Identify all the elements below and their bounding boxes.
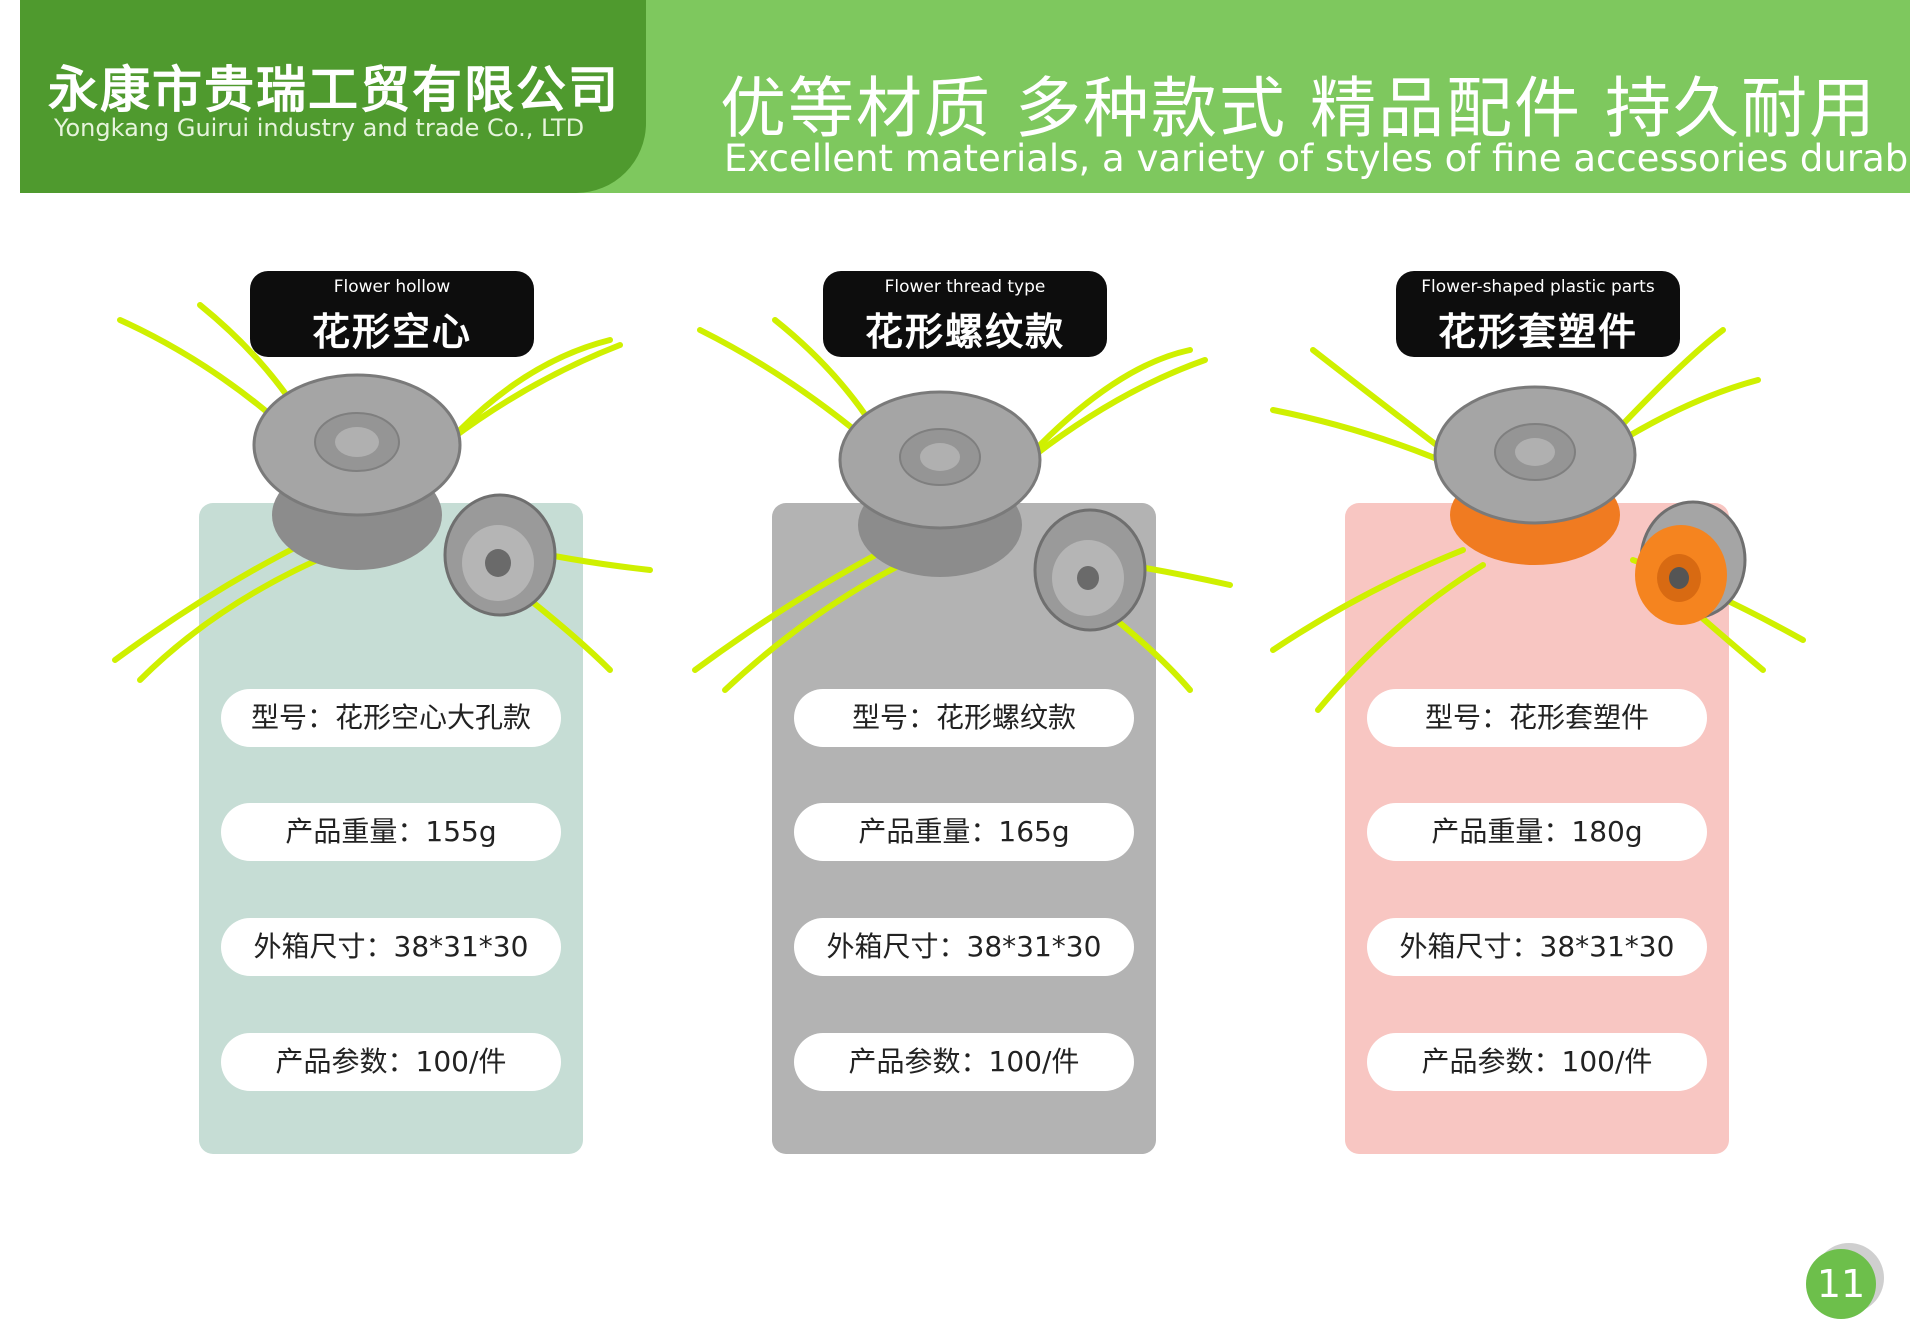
spec-params: 产品参数：100/件 [794,1033,1134,1091]
product-tag-cn: 花形螺纹款 [864,310,1065,354]
product-tag-flower-plastic: Flower-shaped plastic parts 花形套塑件 [1396,271,1680,357]
product-tag-en: Flower hollow [333,277,451,297]
product-tag-en: Flower thread type [884,277,1046,297]
spec-box-size: 外箱尺寸：38*31*30 [1367,918,1707,976]
spec-weight: 产品重量：180g [1367,803,1707,861]
product-image-flower-thread [692,317,1233,693]
product-tag-cn: 花形套塑件 [1437,310,1638,354]
spec-model: 型号：花形空心大孔款 [221,689,561,747]
product-tag-en: Flower-shaped plastic parts [1421,277,1655,297]
slogan-en: Excellent materials, a variety of styles… [724,137,1920,180]
spec-box-size: 外箱尺寸：38*31*30 [221,918,561,976]
spec-weight: 产品重量：165g [794,803,1134,861]
company-name-cn: 永康市贵瑞工贸有限公司 [48,61,620,119]
product-tag-flower-thread: Flower thread type 花形螺纹款 [823,271,1107,357]
product-image-flower-plastic [1270,327,1806,713]
spec-params: 产品参数：100/件 [1367,1033,1707,1091]
spec-params: 产品参数：100/件 [221,1033,561,1091]
spec-box-size: 外箱尺寸：38*31*30 [794,918,1134,976]
page-number: 11 [1806,1249,1876,1319]
product-image-flower-hollow [112,302,653,683]
product-tag-cn: 花形空心 [311,310,472,354]
company-name-en: Yongkang Guirui industry and trade Co., … [54,114,585,142]
spec-weight: 产品重量：155g [221,803,561,861]
page-header: 永康市贵瑞工贸有限公司 Yongkang Guirui industry and… [20,0,1920,193]
company-block: 永康市贵瑞工贸有限公司 Yongkang Guirui industry and… [20,0,646,193]
slogan-cn: 优等材质 多种款式 精品配件 持久耐用 [720,70,1877,147]
spec-model: 型号：花形套塑件 [1367,689,1707,747]
product-tag-flower-hollow: Flower hollow 花形空心 [250,271,534,357]
spec-model: 型号：花形螺纹款 [794,689,1134,747]
